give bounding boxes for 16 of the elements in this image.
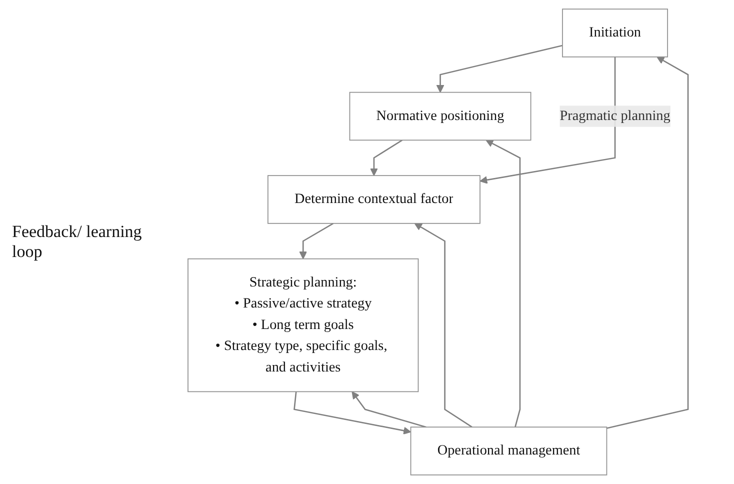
arrow	[606, 56, 689, 429]
node-box: Operational management	[410, 426, 608, 476]
node-box: Initiation	[562, 8, 668, 58]
arrow	[436, 44, 563, 93]
arrow	[294, 392, 412, 434]
arrow	[299, 222, 334, 260]
arrow	[370, 140, 403, 176]
arrow	[414, 223, 472, 428]
arrow	[480, 56, 616, 184]
arrow	[352, 391, 426, 428]
node-box: Normative positioning	[349, 92, 532, 141]
edge-label: Pragmatic planning	[560, 108, 670, 124]
node-box: Strategic planning: • Passive/active strategy • Long term goals • Strategy type, specific goals, and activities	[188, 258, 419, 392]
node-box: Determine contextual factor	[267, 175, 480, 224]
loop-label: Feedback/ learning loop	[12, 222, 142, 262]
arrow	[486, 140, 521, 428]
